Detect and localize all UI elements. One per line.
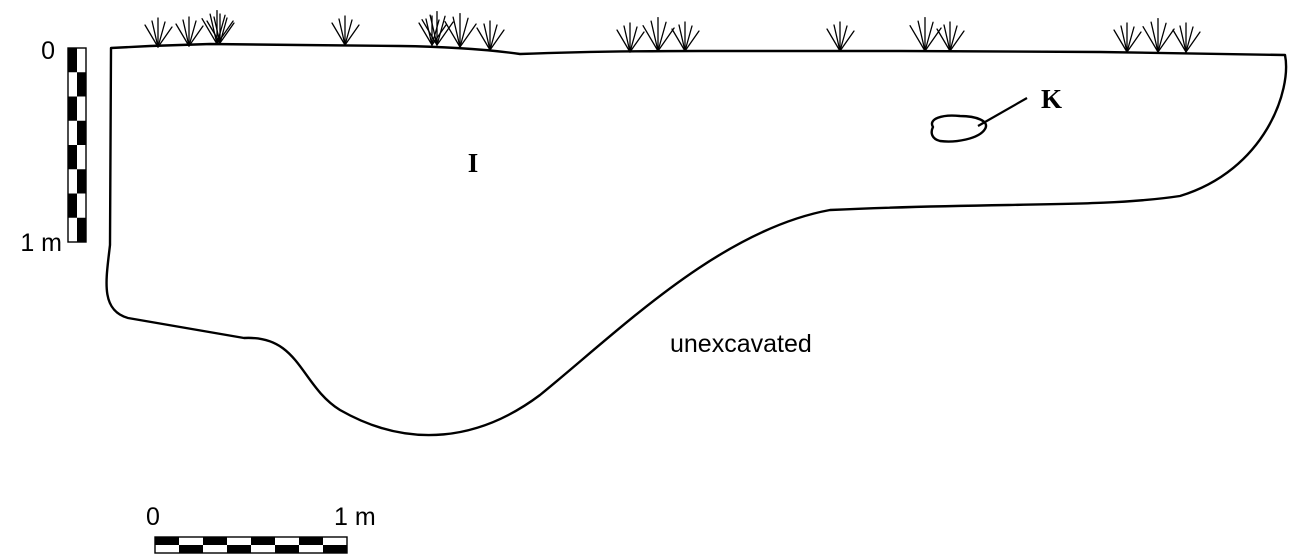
horizontal-scale-segment	[251, 537, 275, 545]
vertical-scale-segment	[68, 145, 77, 170]
grass-tuft-icon	[1142, 17, 1175, 53]
horizontal-scale-segment	[203, 537, 227, 545]
grass-tuft-icon	[175, 16, 204, 47]
grass-tuft-icon	[331, 15, 360, 46]
horizontal-scale-segment	[179, 545, 203, 553]
surface-vegetation	[144, 9, 1201, 53]
feature-k-label: K	[1041, 84, 1062, 114]
vertical-scale-segment	[77, 72, 86, 97]
horizontal-scale-right-label: 1 m	[334, 503, 376, 531]
horizontal-scale-segment	[155, 537, 179, 545]
feature-k-leader-line	[977, 97, 1028, 127]
grass-tuft-icon	[936, 21, 965, 52]
grass-tuft-icon	[206, 13, 235, 44]
grass-tuft-icon	[421, 10, 454, 46]
horizontal-scale-segment	[323, 545, 347, 553]
vertical-scale-segment	[68, 48, 77, 73]
layer-i-label: I	[468, 148, 479, 178]
unexcavated-label: unexcavated	[670, 330, 812, 358]
horizontal-scale-segment	[227, 545, 251, 553]
vertical-scale-segment	[77, 169, 86, 194]
grass-tuft-icon	[826, 21, 855, 52]
grass-tuft-icon	[616, 22, 645, 53]
vertical-scale-segment	[77, 120, 86, 145]
grass-tuft-icon	[1113, 22, 1142, 53]
horizontal-scale-segment	[275, 545, 299, 553]
vertical-scale-bar	[67, 47, 87, 243]
grass-tuft-icon	[444, 12, 477, 48]
grass-tuft-icon	[671, 21, 700, 52]
grass-tuft-icon	[909, 16, 942, 52]
vertical-scale-segment	[68, 96, 77, 121]
horizontal-scale-bar	[154, 536, 348, 554]
vertical-scale-bottom-label: 1 m	[20, 229, 62, 257]
grass-tuft-icon	[642, 16, 675, 52]
grass-tuft-icon	[476, 20, 505, 51]
grass-tuft-icon	[1172, 22, 1201, 53]
feature-k-lens	[930, 114, 988, 143]
vertical-scale-top-label: 0	[41, 37, 55, 65]
vertical-scale-segment	[77, 217, 86, 242]
vertical-scale-segment	[68, 193, 77, 218]
excavation-outline	[105, 42, 1288, 437]
horizontal-scale-left-label: 0	[146, 503, 160, 531]
horizontal-scale-segment	[299, 537, 323, 545]
grass-tuft-icon	[144, 17, 173, 48]
